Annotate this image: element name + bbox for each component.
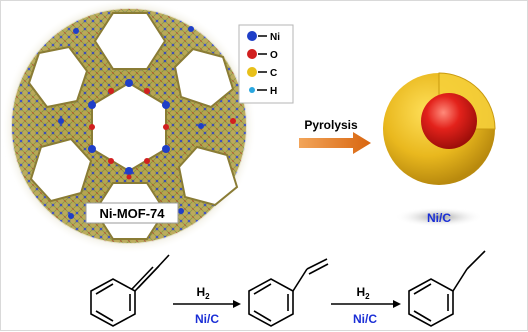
legend-label-h: H [270, 86, 277, 97]
ni-c-particle: Ni/C [383, 72, 496, 227]
pore-upper-left [27, 45, 89, 109]
nickel-core [421, 93, 477, 149]
step2-conditions: H2 Ni/C [353, 285, 377, 326]
mof-label: Ni-MOF-74 [100, 206, 166, 221]
o-atom-icon [247, 49, 257, 59]
product-label: Ni/C [427, 211, 451, 225]
legend-label-ni: Ni [270, 32, 280, 43]
pyrolysis-label: Pyrolysis [304, 118, 358, 132]
legend-item-o: O [247, 49, 278, 61]
legend-label-o: O [270, 50, 278, 61]
legend-item-h: H [249, 86, 277, 97]
molecule-ethylbenzene [408, 250, 486, 327]
pore-top [93, 12, 167, 70]
step2-reagent: H2 [356, 285, 370, 301]
molecule-phenylacetylene [90, 254, 170, 327]
element-legend: Ni O C H [238, 24, 294, 104]
pyrolysis-step: Pyrolysis [299, 118, 371, 154]
mof-structure: Ni-MOF-74 [1, 1, 257, 254]
legend-label-c: C [270, 68, 277, 79]
pore-lower-right [177, 145, 239, 207]
mof-label-box [85, 202, 179, 224]
legend-item-ni: Ni [247, 31, 280, 43]
molecule-styrene [248, 258, 329, 327]
pyrolysis-arrow [299, 132, 371, 154]
step2-catalyst: Ni/C [353, 312, 377, 326]
ni-atom-icon [247, 31, 257, 41]
legend-item-c: C [247, 67, 277, 79]
step1-reagent: H2 [196, 285, 210, 301]
pore-lower-left [29, 137, 93, 203]
step1-conditions: H2 Ni/C [195, 285, 219, 326]
particle-shadow [395, 207, 483, 227]
pore-upper-right [173, 47, 235, 109]
h-atom-icon [249, 87, 255, 93]
hydrogenation-scheme [90, 250, 486, 327]
step1-catalyst: Ni/C [195, 312, 219, 326]
c-atom-icon [247, 67, 257, 77]
